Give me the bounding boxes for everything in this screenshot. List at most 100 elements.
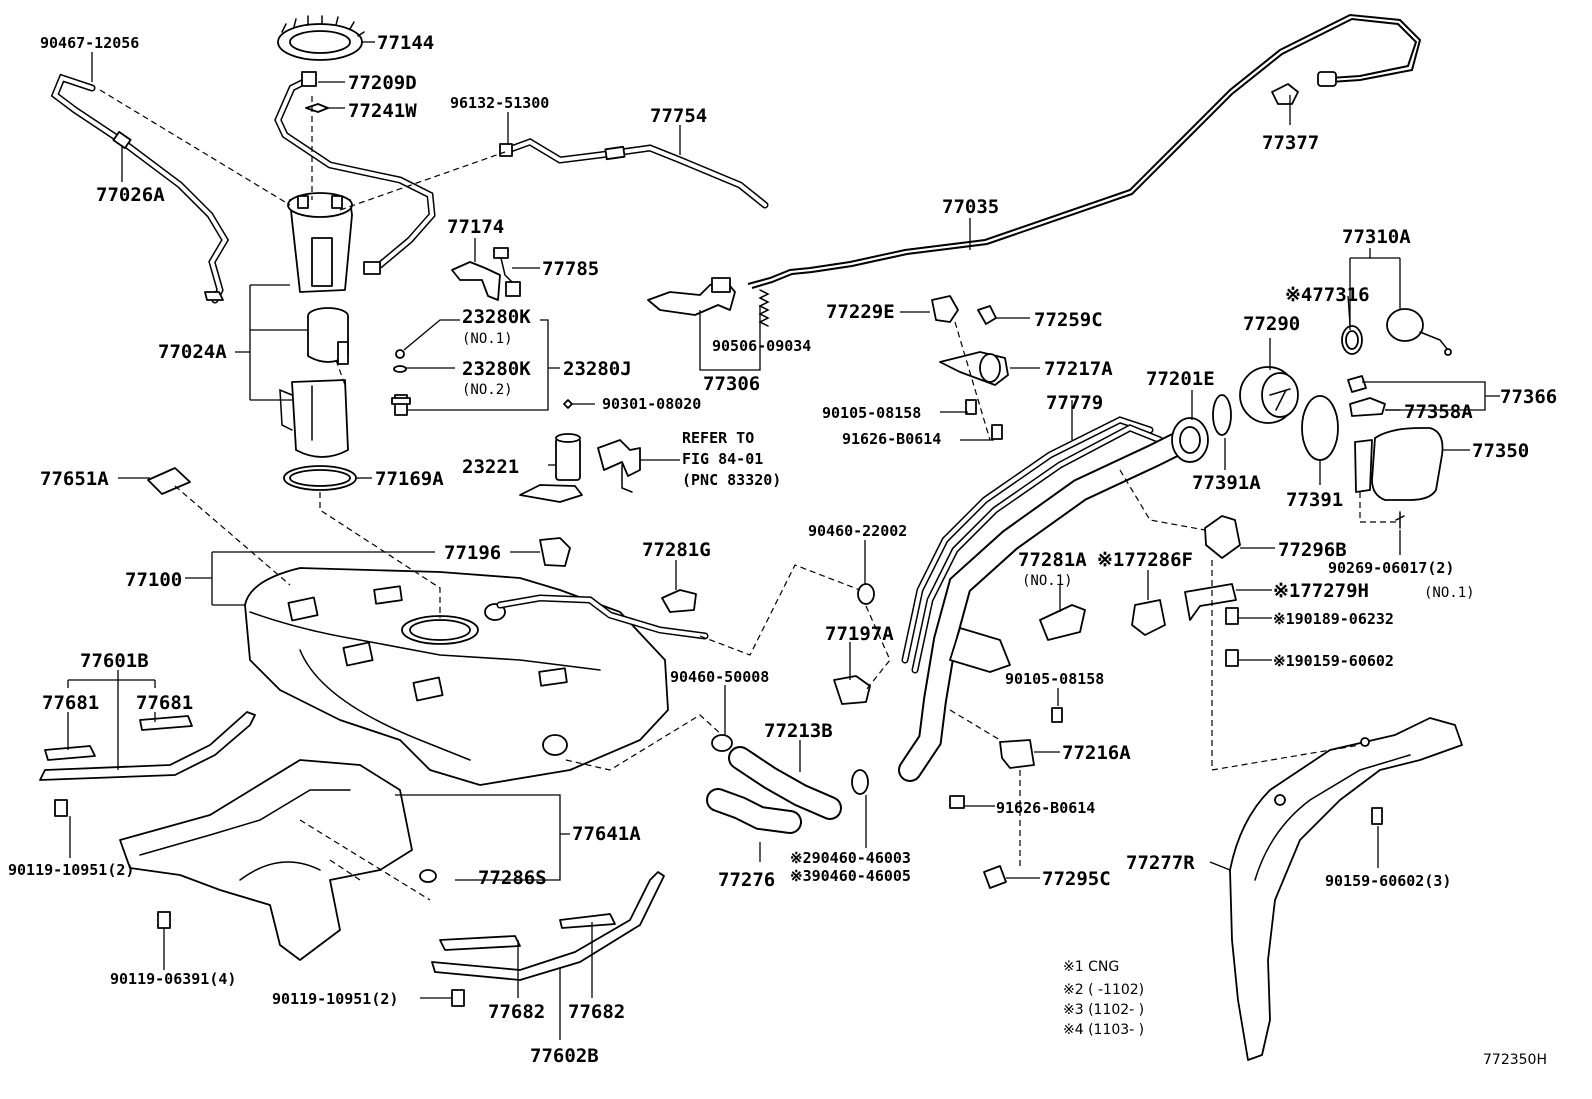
pump-23221-drawing (519, 399, 583, 503)
label-77174[interactable]: 77174 (447, 216, 504, 238)
ring-77391a-drawing (1212, 394, 1232, 436)
label-23280k-no2[interactable]: 23280K (462, 358, 531, 380)
label-77229e[interactable]: 77229E (826, 301, 895, 323)
label-77306[interactable]: 77306 (703, 373, 760, 395)
label-77310a[interactable]: 77310A (1342, 226, 1411, 248)
label-90119-06391[interactable]: 90119-06391(4) (110, 970, 236, 988)
bolts-9011-drawing (54, 799, 465, 1007)
label-77779[interactable]: 77779 (1046, 392, 1103, 414)
cable-77035-drawing (747, 13, 1422, 289)
label-90460-50008[interactable]: 90460-50008 (670, 668, 769, 686)
label-77169a[interactable]: 77169A (375, 468, 444, 490)
label-77602b[interactable]: 77602B (530, 1045, 599, 1067)
spring-90506-drawing (758, 289, 770, 327)
bolts-90105-91626-drawing (965, 399, 1003, 440)
label-91626-b0614-a[interactable]: 91626-B0614 (842, 430, 941, 448)
ring-77391-drawing (1301, 395, 1339, 461)
label-77201e[interactable]: 77201E (1146, 368, 1215, 390)
label-77286s[interactable]: 77286S (478, 867, 547, 889)
filler-pipe-77779-drawing (898, 416, 1209, 782)
label-77216a[interactable]: 77216A (1062, 742, 1131, 764)
bracket-77306-drawing (647, 277, 736, 316)
label-77259c[interactable]: 77259C (1034, 309, 1103, 331)
label-190159-60602[interactable]: ※190159-60602 (1273, 652, 1394, 670)
label-77286f[interactable]: ※177286F (1097, 549, 1193, 571)
label-77197a[interactable]: 77197A (825, 623, 894, 645)
dashed-lines (99, 89, 1396, 901)
hose-77213b-drawing (728, 746, 842, 820)
label-77281g[interactable]: 77281G (642, 539, 711, 561)
label-77391[interactable]: 77391 (1286, 489, 1343, 511)
label-77281a-note: (NO.1) (1022, 573, 1073, 589)
note-3: ※3 (1102- ) (1063, 1002, 1144, 1018)
label-90119-10951-b[interactable]: 90119-10951(2) (272, 990, 398, 1008)
label-23280j[interactable]: 23280J (563, 358, 632, 380)
label-77295c[interactable]: 77295C (1042, 868, 1111, 890)
label-90105-08158-b[interactable]: 90105-08158 (1005, 670, 1104, 688)
label-77785[interactable]: 77785 (542, 258, 599, 280)
label-77681-b[interactable]: 77681 (136, 692, 193, 714)
label-90467-12056[interactable]: 90467-12056 (40, 34, 139, 52)
bracket-77281a-drawing (1039, 604, 1086, 641)
label-77217a[interactable]: 77217A (1044, 358, 1113, 380)
label-23221[interactable]: 23221 (462, 456, 519, 478)
label-90269-06017[interactable]: 90269-06017(2) (1328, 559, 1454, 577)
label-77358a[interactable]: 77358A (1404, 401, 1473, 423)
label-77100[interactable]: 77100 (125, 569, 182, 591)
label-77350[interactable]: 77350 (1472, 440, 1529, 462)
label-77681-a[interactable]: 77681 (42, 692, 99, 714)
bolt-90105-08158-b-drawing (1051, 707, 1063, 723)
clip-77241w-drawing (305, 103, 329, 113)
label-77024a[interactable]: 77024A (158, 341, 227, 363)
label-23280k-no1[interactable]: 23280K (462, 306, 531, 328)
label-refer-fig: FIG 84-01 (682, 450, 763, 468)
label-77281a[interactable]: 77281A (1018, 549, 1087, 571)
label-77601b[interactable]: 77601B (80, 650, 149, 672)
filter-23280-drawing (391, 349, 411, 416)
fuel-pump-assembly-drawing (279, 192, 353, 458)
tube-77754-drawing (499, 138, 769, 209)
bolts-190189-190159-drawing (1225, 607, 1239, 667)
label-77391a[interactable]: 77391A (1192, 472, 1261, 494)
label-77196[interactable]: 77196 (444, 542, 501, 564)
label-77279h[interactable]: ※177279H (1273, 580, 1369, 602)
label-77682-b[interactable]: 77682 (568, 1001, 625, 1023)
bracket-77279h-drawing (1184, 583, 1237, 621)
label-90159-60602[interactable]: 90159-60602(3) (1325, 872, 1451, 890)
label-90301-08020[interactable]: 90301-08020 (602, 395, 701, 413)
label-90105-08158-a[interactable]: 90105-08158 (822, 404, 921, 422)
label-77277r[interactable]: 77277R (1126, 852, 1195, 874)
label-77754[interactable]: 77754 (650, 105, 707, 127)
label-477316[interactable]: ※477316 (1285, 284, 1370, 306)
label-77651a[interactable]: 77651A (40, 468, 109, 490)
lever-77377-drawing (1271, 83, 1299, 105)
label-190189-06232[interactable]: ※190189-06232 (1273, 610, 1394, 628)
part-drawings (39, 13, 1463, 1061)
label-90460-22002[interactable]: 90460-22002 (808, 522, 907, 540)
label-90460-46005[interactable]: ※390460-46005 (790, 867, 911, 885)
label-90119-10951-a[interactable]: 90119-10951(2) (8, 861, 134, 879)
label-77377[interactable]: 77377 (1262, 132, 1319, 154)
clamp-77281g-drawing (661, 589, 697, 613)
label-91626-b0614-b[interactable]: 91626-B0614 (996, 799, 1095, 817)
clamp-77229e-drawing (931, 295, 959, 323)
label-77366[interactable]: 77366 (1500, 386, 1557, 408)
label-77213b[interactable]: 77213B (764, 720, 833, 742)
label-90460-46003[interactable]: ※290460-46003 (790, 849, 911, 867)
strap-77602b-drawing (431, 871, 665, 981)
bracket-77174-drawing (451, 261, 501, 301)
label-77682-a[interactable]: 77682 (488, 1001, 545, 1023)
label-77035[interactable]: 77035 (942, 196, 999, 218)
label-77144[interactable]: 77144 (377, 32, 434, 54)
label-77296b[interactable]: 77296B (1278, 539, 1347, 561)
strap-77601b-drawing (39, 711, 256, 781)
cap-77290-drawing (1239, 366, 1299, 424)
label-77276[interactable]: 77276 (718, 869, 775, 891)
label-90506-09034[interactable]: 90506-09034 (712, 337, 811, 355)
label-96132-51300[interactable]: 96132-51300 (450, 94, 549, 112)
label-77209d[interactable]: 77209D (348, 72, 417, 94)
label-77290[interactable]: 77290 (1243, 313, 1300, 335)
label-77241w[interactable]: 77241W (348, 100, 417, 122)
label-77641a[interactable]: 77641A (572, 823, 641, 845)
label-77026a[interactable]: 77026A (96, 184, 165, 206)
